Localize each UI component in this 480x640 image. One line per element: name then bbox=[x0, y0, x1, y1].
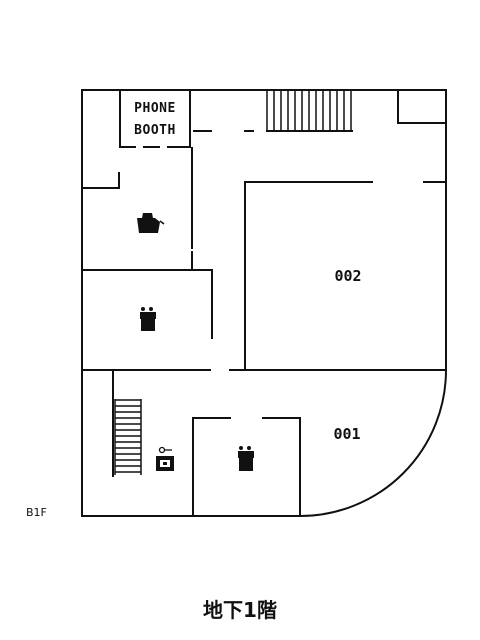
stairs-icon bbox=[114, 399, 142, 475]
restroom-1-number: 1 bbox=[243, 459, 250, 472]
top-right-room bbox=[397, 89, 447, 124]
floor-code-label: B1F bbox=[26, 506, 47, 519]
locker-icon[interactable] bbox=[156, 446, 174, 472]
room-002[interactable]: 002 bbox=[244, 181, 447, 371]
room-001-label[interactable]: 001 bbox=[333, 425, 360, 443]
restroom-icon: 1 bbox=[238, 446, 254, 472]
restroom-icon: 2 bbox=[140, 307, 156, 333]
floor-caption: 地下1階 bbox=[203, 598, 277, 622]
phone-booth-label: BOOTH bbox=[134, 123, 176, 138]
restroom-2-room[interactable] bbox=[81, 269, 213, 371]
restroom-2-number: 2 bbox=[145, 320, 152, 333]
room-002-label: 002 bbox=[334, 267, 361, 285]
phone-booth-room[interactable]: PHONE BOOTH bbox=[119, 89, 191, 148]
coffee-pot-icon[interactable] bbox=[137, 213, 165, 233]
outer-wall bbox=[81, 89, 447, 517]
stairs-icon bbox=[266, 90, 353, 132]
restroom-1-room[interactable] bbox=[192, 417, 301, 517]
phone-booth-label: PHONE bbox=[134, 101, 176, 116]
